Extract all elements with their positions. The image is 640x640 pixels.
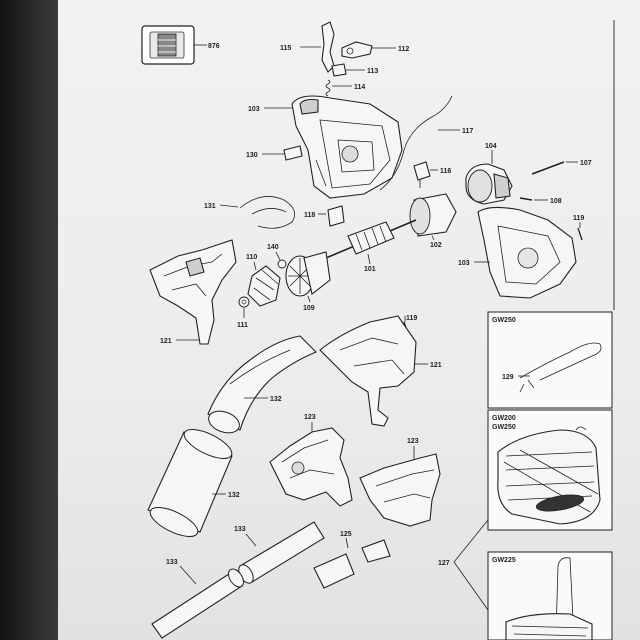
svg-text:117: 117 xyxy=(462,128,473,135)
part-876: 876 xyxy=(141,25,220,65)
svg-text:132: 132 xyxy=(228,492,240,499)
svg-text:121: 121 xyxy=(160,338,172,345)
part-121-left: 121 xyxy=(149,239,237,345)
svg-text:123: 123 xyxy=(407,438,419,445)
svg-text:107: 107 xyxy=(580,160,592,167)
part-112: 112 xyxy=(341,41,409,59)
part-114: 114 xyxy=(325,79,365,97)
dark-background xyxy=(0,0,58,640)
part-123-cover: 123 xyxy=(359,438,441,527)
model-box-gw250: GW250 129 xyxy=(487,311,613,409)
svg-text:104: 104 xyxy=(485,143,497,150)
svg-text:102: 102 xyxy=(430,242,442,249)
svg-text:119: 119 xyxy=(406,315,417,322)
svg-text:112: 112 xyxy=(398,46,409,53)
svg-text:110: 110 xyxy=(246,254,257,261)
svg-text:111: 111 xyxy=(237,322,248,329)
part-103-housing-right: 103 xyxy=(458,206,577,299)
svg-text:113: 113 xyxy=(367,68,378,75)
part-108: 108 xyxy=(519,197,562,205)
svg-text:103: 103 xyxy=(458,260,470,267)
part-133-nozzle-upper: 133 xyxy=(234,521,325,584)
svg-text:119: 119 xyxy=(573,215,584,222)
svg-text:108: 108 xyxy=(550,198,562,205)
svg-text:121: 121 xyxy=(430,362,442,369)
part-107: 107 xyxy=(531,160,592,175)
part-102: 102 xyxy=(409,193,457,249)
box2-title-line1: GW200 xyxy=(492,415,516,422)
part-113: 113 xyxy=(331,63,378,77)
svg-text:129: 129 xyxy=(502,374,514,381)
part-132-curved-tube: 132 xyxy=(207,335,317,434)
part-132-straight-tube: 132 xyxy=(147,428,240,538)
svg-text:118: 118 xyxy=(304,212,315,219)
part-103-housing-left: 103 xyxy=(248,95,403,199)
svg-text:131: 131 xyxy=(204,203,216,210)
part-117: 117 xyxy=(379,95,473,191)
svg-text:133: 133 xyxy=(234,526,246,533)
svg-text:130: 130 xyxy=(246,152,258,159)
svg-text:125: 125 xyxy=(340,531,352,538)
svg-text:103: 103 xyxy=(248,106,260,113)
label-876: 876 xyxy=(208,43,220,50)
svg-text:114: 114 xyxy=(354,84,365,91)
svg-text:109: 109 xyxy=(303,305,315,312)
part-101: 101 xyxy=(325,219,417,273)
svg-text:123: 123 xyxy=(304,414,316,421)
part-109: 109 xyxy=(285,251,331,312)
part-133-nozzle-lower: 133 xyxy=(151,559,244,639)
svg-text:133: 133 xyxy=(166,559,178,566)
svg-text:GW250: GW250 xyxy=(492,317,516,324)
part-119-top: 119 xyxy=(573,215,584,241)
model-box-gw200-gw250: GW200 GW250 xyxy=(487,409,613,531)
part-121-right: 121 xyxy=(319,315,442,427)
svg-text:GW225: GW225 xyxy=(492,557,516,564)
part-115: 115 xyxy=(280,21,335,73)
svg-text:127: 127 xyxy=(438,560,450,567)
model-box-gw225: GW225 xyxy=(487,551,613,640)
part-104: 104 xyxy=(465,143,513,205)
svg-text:115: 115 xyxy=(280,45,291,52)
part-125: 125 xyxy=(313,531,391,589)
part-127: 127 xyxy=(438,519,489,611)
part-130: 130 xyxy=(246,145,303,161)
part-110: 110 xyxy=(246,254,281,307)
part-116: 116 xyxy=(413,161,451,188)
box2-title-line2: GW250 xyxy=(492,424,516,431)
svg-text:132: 132 xyxy=(270,396,282,403)
svg-text:140: 140 xyxy=(267,244,279,251)
part-123-housing: 123 xyxy=(269,414,353,507)
svg-text:116: 116 xyxy=(440,168,451,175)
svg-text:101: 101 xyxy=(364,266,376,273)
part-118: 118 xyxy=(304,205,345,227)
part-111: 111 xyxy=(237,296,250,329)
part-140: 140 xyxy=(267,244,287,269)
part-131: 131 xyxy=(204,196,296,229)
